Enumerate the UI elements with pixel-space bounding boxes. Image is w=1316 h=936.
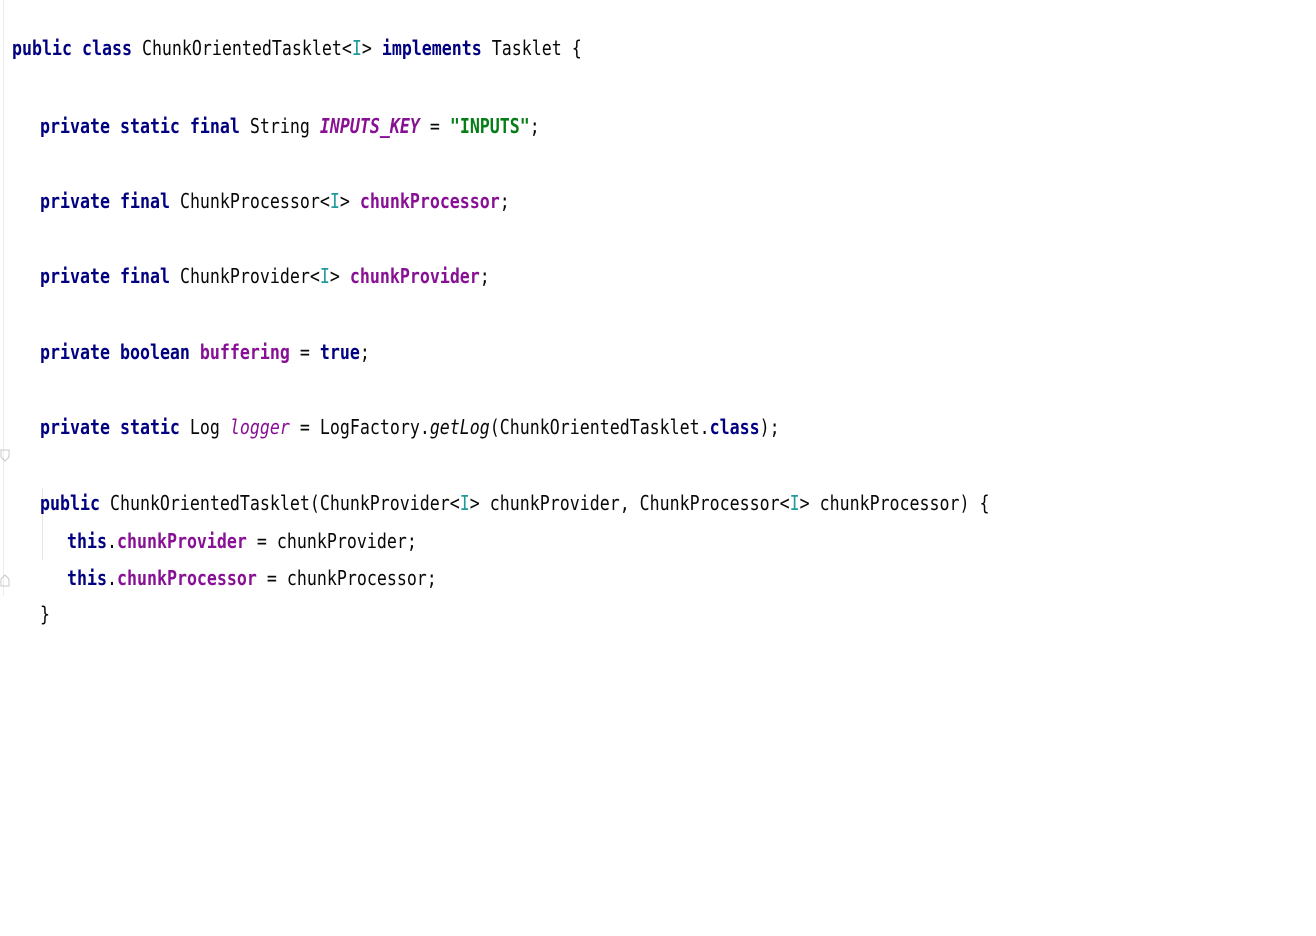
keyword-implements: implements — [381, 36, 482, 60]
indent-guide — [42, 488, 43, 560]
dot: . — [106, 566, 117, 590]
type-parameter: I — [459, 491, 470, 515]
parameter-list: chunkProvider, ChunkProcessor — [489, 491, 780, 515]
keyword-this: this — [67, 529, 107, 553]
keyword-final: final — [189, 114, 240, 138]
code-editor[interactable]: public class ChunkOrientedTasklet<I> imp… — [0, 0, 1316, 626]
semicolon: ; — [529, 114, 540, 138]
code-line-logger-field[interactable]: private static Log logger = LogFactory.g… — [40, 385, 780, 439]
type-name: String — [249, 114, 310, 138]
brace-close: } — [40, 602, 50, 626]
call-argument: (ChunkOrientedTasklet. — [489, 415, 710, 439]
fold-start-icon[interactable] — [0, 449, 12, 463]
angle-close: > — [469, 491, 480, 515]
type-name: Log — [189, 415, 220, 439]
type-parameter: I — [351, 36, 362, 60]
constant-field: INPUTS_KEY — [319, 114, 420, 138]
field-name: chunkProcessor — [116, 566, 257, 590]
semicolon: ; — [499, 189, 510, 213]
dot: . — [106, 529, 117, 553]
angle-open: < — [309, 264, 320, 288]
keyword-class: class — [81, 36, 132, 60]
angle-open: < — [779, 491, 790, 515]
assign-operator: = — [299, 415, 310, 439]
interface-name: Tasklet — [491, 36, 562, 60]
constructor-name: ChunkOrientedTasklet(ChunkProvider — [109, 491, 450, 515]
code-line-inputs-key[interactable]: private static final String INPUTS_KEY =… — [40, 84, 540, 138]
assignment-rest: = chunkProvider; — [256, 529, 417, 553]
angle-close: > — [339, 189, 350, 213]
angle-open: < — [449, 491, 460, 515]
gutter-divider — [3, 0, 4, 596]
keyword-private: private — [40, 114, 110, 138]
type-name: ChunkProcessor — [179, 189, 320, 213]
field-name: chunkProvider — [116, 529, 247, 553]
code-line-buffering-field[interactable]: private boolean buffering = true; — [40, 310, 370, 364]
semicolon: ; — [359, 340, 370, 364]
string-literal: "INPUTS" — [449, 114, 530, 138]
angle-close: > — [799, 491, 810, 515]
call-close: ); — [759, 415, 780, 439]
editor-gutter — [0, 0, 10, 596]
field-name: buffering — [199, 340, 290, 364]
code-line-class-declaration[interactable]: public class ChunkOrientedTasklet<I> imp… — [12, 6, 582, 60]
keyword-this: this — [67, 566, 107, 590]
assign-operator: = — [429, 114, 440, 138]
assign-operator: = — [299, 340, 310, 364]
code-line-constructor-signature[interactable]: public ChunkOrientedTasklet(ChunkProvide… — [40, 461, 990, 515]
angle-open: < — [341, 36, 352, 60]
keyword-true: true — [319, 340, 360, 364]
angle-open: < — [319, 189, 330, 213]
angle-close: > — [329, 264, 340, 288]
keyword-private: private — [40, 264, 110, 288]
type-parameter: I — [329, 189, 340, 213]
static-method-call: getLog — [429, 415, 490, 439]
assignment-rest: = chunkProcessor; — [266, 566, 437, 590]
keyword-public: public — [40, 491, 100, 515]
factory-reference: LogFactory. — [319, 415, 430, 439]
static-field-name: logger — [229, 415, 290, 439]
type-parameter: I — [789, 491, 800, 515]
keyword-final: final — [119, 189, 170, 213]
type-name: ChunkProvider — [179, 264, 310, 288]
semicolon: ; — [479, 264, 490, 288]
code-line-chunk-provider-field[interactable]: private final ChunkProvider<I> chunkProv… — [40, 234, 490, 288]
code-line-chunk-processor-field[interactable]: private final ChunkProcessor<I> chunkPro… — [40, 159, 510, 213]
class-name: ChunkOrientedTasklet — [141, 36, 342, 60]
type-parameter: I — [319, 264, 330, 288]
keyword-class: class — [709, 415, 760, 439]
fold-end-icon[interactable] — [0, 573, 12, 587]
brace-open: { — [571, 36, 582, 60]
code-line-assign-provider[interactable]: this.chunkProvider = chunkProvider; — [67, 499, 417, 553]
keyword-static: static — [119, 415, 180, 439]
field-name: chunkProvider — [349, 264, 480, 288]
keyword-public: public — [12, 36, 72, 60]
keyword-private: private — [40, 340, 110, 364]
angle-close: > — [361, 36, 372, 60]
keyword-final: final — [119, 264, 170, 288]
code-line-assign-processor[interactable]: this.chunkProcessor = chunkProcessor; — [67, 536, 437, 590]
keyword-private: private — [40, 415, 110, 439]
parameter-list-end: chunkProcessor) { — [819, 491, 990, 515]
keyword-boolean: boolean — [119, 340, 190, 364]
field-name: chunkProcessor — [359, 189, 500, 213]
keyword-private: private — [40, 189, 110, 213]
keyword-static: static — [119, 114, 180, 138]
